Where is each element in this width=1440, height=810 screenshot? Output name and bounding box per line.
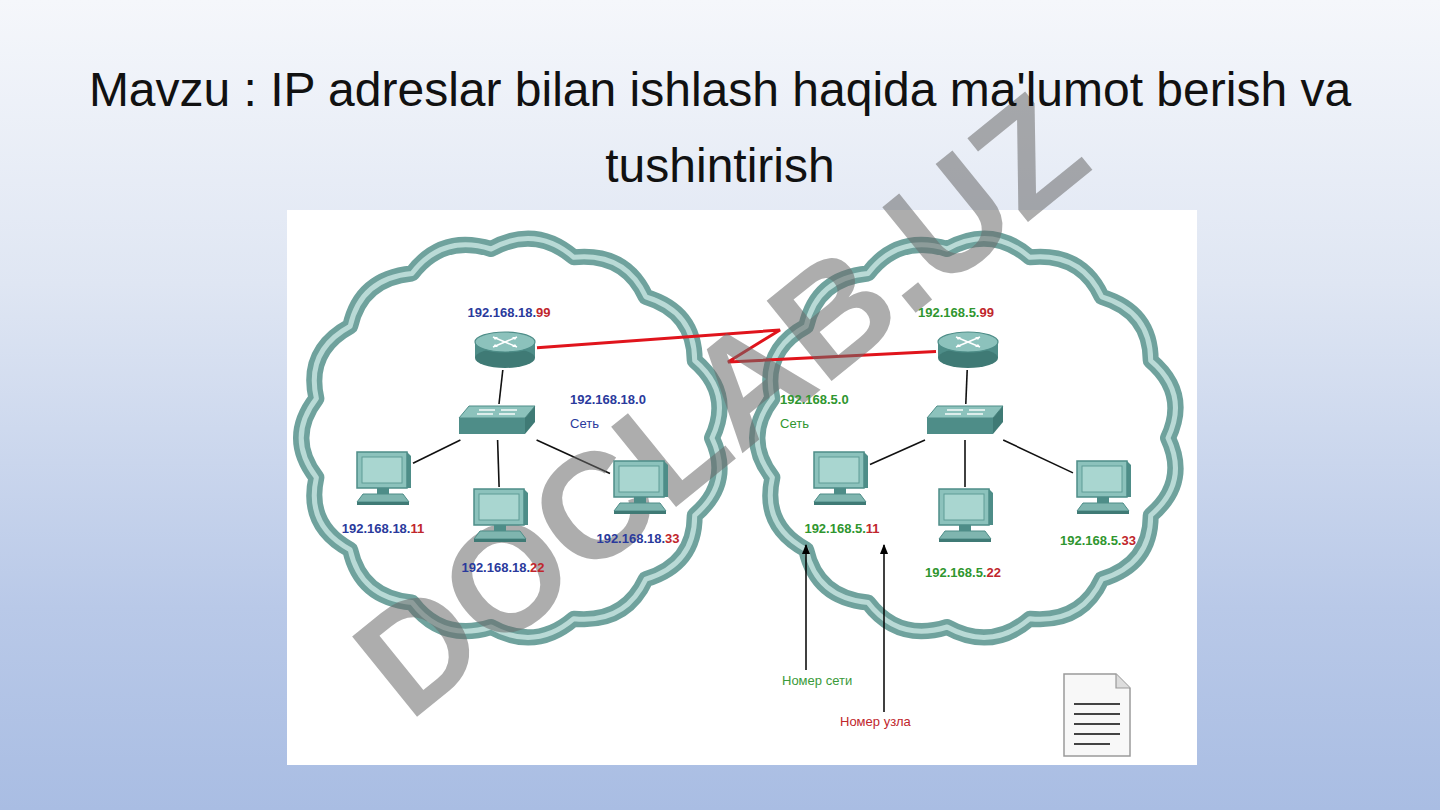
computer-icon — [357, 452, 411, 505]
host-part: 33 — [665, 531, 679, 546]
ip-label: 192.168.18.99 — [467, 305, 550, 321]
network-device: 192.168.18.33 — [610, 459, 670, 515]
network-part: 192.168.5. — [804, 521, 865, 536]
ip-label: 192.168.18.11 — [342, 521, 424, 537]
lan-cable — [966, 370, 967, 404]
host-part: 22 — [986, 565, 1000, 580]
ip-label: 192.168.5.11 — [804, 521, 879, 537]
computer-icon — [474, 489, 528, 542]
network-part: 192.168.5. — [918, 305, 979, 320]
ip-label: 192.168.5.99 — [918, 305, 994, 321]
computer-icon — [814, 452, 868, 505]
ip-label: 192.168.5.33 — [1060, 533, 1136, 549]
host-part: 22 — [530, 560, 544, 575]
network-device: 192.168.5.33 — [1073, 459, 1133, 515]
network-part: 192.168.18. — [342, 521, 411, 536]
leader-line — [805, 545, 807, 670]
lan-cable — [964, 440, 966, 487]
computer-icon — [1077, 461, 1131, 514]
network-part: 192.168.5. — [1060, 533, 1121, 548]
ip-label: 192.168.5.22 — [925, 565, 1001, 581]
computer-icon — [353, 450, 413, 506]
network-device: 192.168.5.99 — [936, 330, 1000, 370]
computer-icon — [810, 450, 870, 506]
ip-label: 192.168.5.0 — [780, 392, 849, 408]
callout-label: Номер узла — [840, 714, 911, 730]
router-icon — [475, 332, 535, 368]
router-icon — [936, 330, 1000, 370]
network-device: 192.168.18.99 — [473, 330, 537, 370]
network-part: 192.168.5. — [925, 565, 986, 580]
switch-icon — [927, 406, 1003, 434]
computer-icon — [939, 489, 993, 542]
computer-icon — [935, 487, 995, 543]
network-device: 192.168.5.22 — [935, 487, 995, 543]
network-device: 192.168.5.11 — [810, 450, 870, 506]
switch-icon — [925, 404, 1005, 440]
lan-cable — [413, 440, 460, 463]
lan-cable — [499, 370, 503, 404]
network-device: 192.168.18.0Сеть — [457, 404, 537, 440]
computer-icon — [1073, 459, 1133, 515]
ip-label: 192.168.18.0 — [570, 392, 646, 408]
slide-title: Mavzu : IP adreslar bilan ishlash haqida… — [60, 52, 1380, 204]
host-part: 11 — [866, 521, 880, 536]
callout-label: Номер сети — [782, 673, 852, 689]
computer-icon — [610, 459, 670, 515]
ip-label: Сеть — [780, 416, 809, 432]
ip-label: Сеть — [570, 416, 599, 432]
network-device: 192.168.18.11 — [353, 450, 413, 506]
network-part: 192.168.18. — [461, 560, 530, 575]
network-device: 192.168.18.22 — [470, 487, 530, 543]
network-device: 192.168.5.0Сеть — [925, 404, 1005, 440]
leader-line — [883, 545, 885, 712]
computer-icon — [470, 487, 530, 543]
computer-icon — [614, 461, 668, 514]
host-part: 33 — [1121, 533, 1135, 548]
ip-label: 192.168.18.33 — [596, 531, 679, 547]
host-part: 99 — [536, 305, 550, 320]
switch-icon — [459, 406, 535, 434]
lan-cable — [1003, 440, 1073, 473]
ip-label: 192.168.18.22 — [461, 560, 544, 576]
router-icon — [938, 332, 998, 368]
router-icon — [473, 330, 537, 370]
host-part: 99 — [979, 305, 993, 320]
network-part: 192.168.18. — [467, 305, 536, 320]
host-part: 11 — [410, 521, 424, 536]
document-icon — [1064, 674, 1130, 756]
switch-icon — [457, 404, 537, 440]
lan-cable — [870, 440, 925, 465]
network-part: 192.168.18. — [596, 531, 665, 546]
